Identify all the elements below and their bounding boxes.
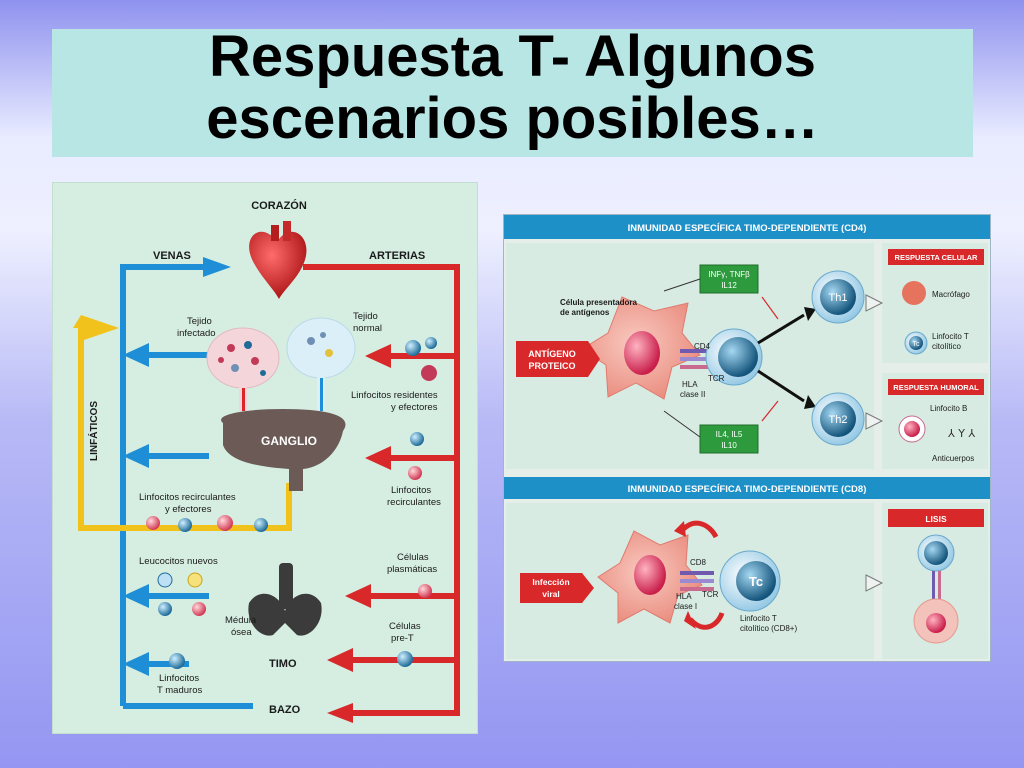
tc-small-label: Tc	[913, 341, 921, 348]
vein-arrow-to-heart	[203, 257, 231, 277]
circulating-cells	[146, 337, 437, 669]
residentes-label-2: y efectores	[391, 402, 438, 413]
antigeno-label-2: PROTEICO	[528, 361, 575, 371]
cd8-label: CD8	[690, 558, 707, 567]
ganglio-label: GANGLIO	[261, 434, 317, 448]
th1-label: Th1	[829, 292, 848, 304]
recirc-efectores-label-2: y efectores	[165, 504, 212, 515]
cd8-header-bar	[504, 477, 990, 499]
tc-cd8-label-2: citolítico (CD8+)	[740, 624, 797, 633]
linfocito-t-label-2: citolítico	[932, 342, 961, 351]
il4-label-1: IL4, IL5	[716, 430, 743, 439]
hla1-label-2: clase I	[674, 602, 697, 611]
leucocitos-nuevos-label: Leucocitos nuevos	[139, 556, 218, 567]
macrophage-icon	[902, 281, 926, 305]
lymph-node-icon	[221, 409, 346, 491]
corazon-label: CORAZÓN	[251, 199, 307, 212]
tejido-normal-label-1: Tejido	[353, 311, 378, 322]
cd4-header: INMUNIDAD ESPECÍFICA TIMO-DEPENDIENTE (C…	[628, 223, 867, 234]
normal-tissue-icon	[286, 317, 356, 411]
venas-label: VENAS	[153, 250, 191, 262]
t-maduros-label-2: T maduros	[157, 685, 202, 696]
circulation-diagram: CORAZÓN VENAS ARTERIAS LINFÁTICOS Tejido…	[52, 182, 478, 734]
pret-label-1: Células	[389, 621, 421, 632]
hla-label-2: clase II	[680, 390, 705, 399]
hla-label-1: HLA	[682, 380, 698, 389]
circulation-svg: CORAZÓN VENAS ARTERIAS LINFÁTICOS Tejido…	[73, 199, 460, 723]
recirc-efectores-label-1: Linfocitos recirculantes	[139, 492, 236, 503]
antibody-icon: ⅄ Y ⅄	[948, 427, 975, 440]
return-arrows-blue	[123, 343, 229, 676]
title-line-2: escenarios posibles…	[206, 86, 819, 151]
vein-line	[120, 264, 203, 706]
cd8-header: INMUNIDAD ESPECÍFICA TIMO-DEPENDIENTE (C…	[628, 484, 867, 495]
t-maduros-label-1: Linfocitos	[159, 673, 199, 684]
cpa-label-1: Célula presentadora	[560, 298, 637, 307]
cd4-header-bar	[504, 215, 990, 239]
macrofago-label: Macrófago	[932, 290, 970, 299]
slide-title: Respuesta T- Algunos escenarios posibles…	[52, 26, 973, 150]
title-background	[52, 29, 973, 157]
plasmaticas-label-2: plasmáticas	[387, 564, 437, 575]
infeccion-label-1: Infección	[532, 577, 569, 587]
arterias-label: ARTERIAS	[369, 250, 425, 262]
tcr-label: TCR	[708, 374, 725, 383]
medula-label-2: ósea	[231, 627, 252, 638]
cd4-label: CD4	[694, 342, 711, 351]
tejido-infectado-label-2: infectado	[177, 328, 216, 339]
inf-label-2: IL12	[721, 281, 737, 290]
recirculantes-label-1: Linfocitos	[391, 485, 431, 496]
tcr2-label: TCR	[702, 590, 719, 599]
recirculantes-label-2: recirculantes	[387, 497, 441, 508]
tejido-normal-label-2: normal	[353, 323, 382, 334]
cytokine-box-th2	[699, 424, 759, 454]
pelvis-bone-icon	[248, 563, 322, 636]
linfocito-t-label-1: Linfocito T	[932, 332, 969, 341]
cytokine-box-th1	[699, 264, 759, 294]
linfocito-b-label: Linfocito B	[930, 404, 967, 413]
resp-humoral-label: RESPUESTA HUMORAL	[893, 383, 979, 392]
inf-label-1: INFγ, TNFβ	[708, 270, 750, 279]
tejido-infectado-label-1: Tejido	[187, 316, 212, 327]
th2-label: Th2	[829, 414, 848, 426]
timo-label: TIMO	[269, 658, 297, 670]
plasmaticas-label-1: Células	[397, 552, 429, 563]
lisis-label: LISIS	[925, 514, 947, 524]
antigeno-label-1: ANTÍGENO	[528, 349, 576, 359]
residentes-label-1: Linfocitos residentes	[351, 390, 438, 401]
artery-line	[303, 264, 460, 716]
heart-icon	[249, 221, 307, 299]
infeccion-label-2: viral	[542, 589, 560, 599]
immunity-svg: INMUNIDAD ESPECÍFICA TIMO-DEPENDIENTE (C…	[504, 215, 990, 659]
resp-celular-label: RESPUESTA CELULAR	[895, 253, 979, 262]
medula-label-1: Médula	[225, 615, 257, 626]
immunity-diagram: INMUNIDAD ESPECÍFICA TIMO-DEPENDIENTE (C…	[503, 214, 991, 662]
pret-label-2: pre-T	[391, 633, 414, 644]
bazo-label: BAZO	[269, 704, 301, 716]
anticuerpos-label: Anticuerpos	[932, 454, 974, 463]
tc-cd8-label-1: Linfocito T	[740, 614, 777, 623]
il4-label-2: IL10	[721, 441, 737, 450]
linfaticos-label: LINFÁTICOS	[87, 401, 100, 461]
cpa-label-2: de antígenos	[560, 308, 610, 317]
hla1-label-1: HLA	[676, 592, 692, 601]
title-line-1: Respuesta T- Algunos	[209, 24, 816, 89]
infected-tissue-icon	[206, 327, 280, 411]
tc-label: Tc	[749, 574, 763, 589]
